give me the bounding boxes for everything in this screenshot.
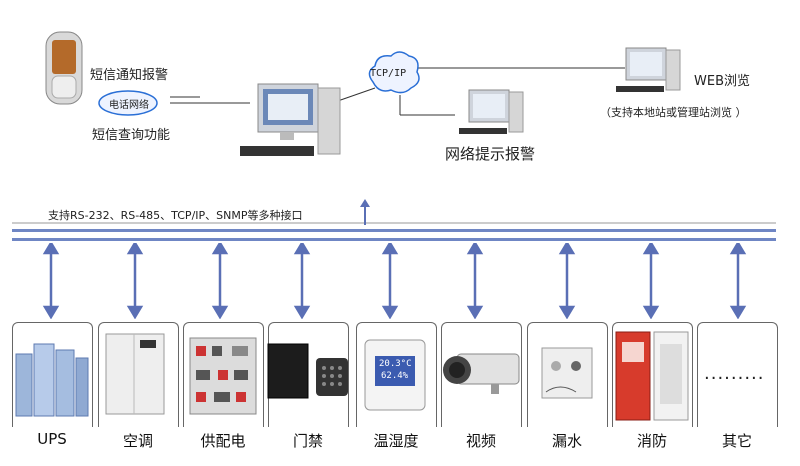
bus-line-top (12, 229, 776, 232)
other-icon: ········· (704, 368, 765, 389)
server-computer-icon (236, 78, 346, 174)
sms-query-label: 短信查询功能 (92, 128, 171, 143)
arrow-video (466, 243, 484, 319)
tcpip-cloud (363, 48, 423, 104)
device-box-ups (12, 322, 93, 427)
arrow-ups (42, 243, 60, 319)
arrow-access (293, 243, 311, 319)
fire-protection-icon (614, 330, 690, 426)
arrow-fire (642, 243, 660, 319)
ups-icon (14, 340, 90, 424)
interface-text: 支持RS-232、RS-485、TCP/IP、SNMP等多种接口 (48, 209, 303, 222)
web-browse-note: （支持本地站或管理站浏览 ） (600, 106, 747, 119)
network-alarm-label: 网络提示报警 (445, 145, 536, 163)
device-box-ac (98, 322, 179, 427)
bus-line-bottom (12, 238, 776, 241)
device-box-fire (612, 322, 693, 427)
device-box-other (697, 322, 778, 427)
device-label-ups: UPS (37, 430, 67, 448)
arrow-ac (126, 243, 144, 319)
mobile-phone-icon (44, 30, 86, 112)
air-conditioner-icon (104, 332, 170, 422)
device-label-other: 其它 (721, 432, 752, 450)
arrow-thermo (381, 243, 399, 319)
device-label-fire: 消防 (636, 432, 667, 450)
thermo-hygrometer-icon (363, 338, 427, 416)
arrow-power (211, 243, 229, 319)
access-control-icon (266, 342, 350, 404)
phone-network-cloud (97, 88, 159, 122)
device-label-access: 门禁 (292, 432, 323, 450)
web-browse-label: WEB浏览 (694, 74, 750, 89)
bus-connectors (12, 199, 776, 225)
device-label-thermo: 温湿度 (373, 432, 419, 450)
alarm-computer-icon (455, 88, 535, 144)
water-leak-icon (540, 346, 594, 406)
device-label-video: 视频 (465, 432, 496, 450)
tcpip-label: TCP/IP (370, 68, 407, 79)
device-box-thermo (356, 322, 437, 427)
web-computer-icon (612, 44, 692, 104)
thermo-temp: 20.3°C (379, 359, 412, 369)
device-label-power: 供配电 (200, 432, 246, 450)
device-box-power (183, 322, 264, 427)
power-distribution-icon (188, 336, 258, 422)
phone-network-label: 电话网络 (109, 100, 149, 111)
device-arrows (42, 243, 747, 319)
device-box-video (441, 322, 522, 427)
camera-icon (441, 348, 523, 400)
sms-alarm-label: 短信通知报警 (90, 68, 169, 83)
arrow-other (729, 243, 747, 319)
arrow-leak (558, 243, 576, 319)
device-label-leak: 漏水 (551, 432, 582, 450)
thermo-humidity: 62.4% (381, 371, 409, 381)
device-label-ac: 空调 (122, 432, 153, 450)
device-box-leak (527, 322, 608, 427)
